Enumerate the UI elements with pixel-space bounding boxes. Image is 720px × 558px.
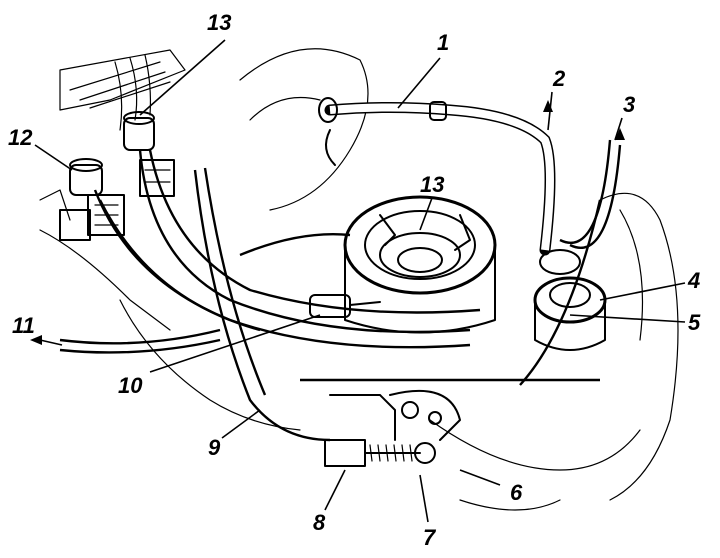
callout-10: 10 <box>118 373 143 398</box>
relay-block-12 <box>59 158 125 241</box>
callout-8: 8 <box>313 510 326 535</box>
callout-12: 12 <box>8 125 33 150</box>
callout-6: 6 <box>510 480 523 505</box>
callout-7: 7 <box>423 525 437 550</box>
body-panel-left <box>39 49 301 431</box>
valve-4 <box>533 249 607 351</box>
callout-13-top: 13 <box>207 10 231 35</box>
callout-4: 4 <box>687 268 700 293</box>
component-10 <box>309 294 381 318</box>
callout-1: 1 <box>437 30 449 55</box>
callout-9: 9 <box>208 435 221 460</box>
leader-lines <box>34 39 686 523</box>
actuator-7-8 <box>324 389 461 467</box>
cable-harness <box>59 139 622 442</box>
callout-2: 2 <box>552 66 566 91</box>
callout-13-center: 13 <box>420 172 444 197</box>
body-panel-right <box>239 48 679 511</box>
arrowheads <box>30 100 625 345</box>
callout-11: 11 <box>12 313 35 338</box>
connector-block-13 <box>123 111 175 197</box>
callout-3: 3 <box>623 92 635 117</box>
callout-5: 5 <box>688 310 701 335</box>
hose-1 <box>318 97 556 256</box>
